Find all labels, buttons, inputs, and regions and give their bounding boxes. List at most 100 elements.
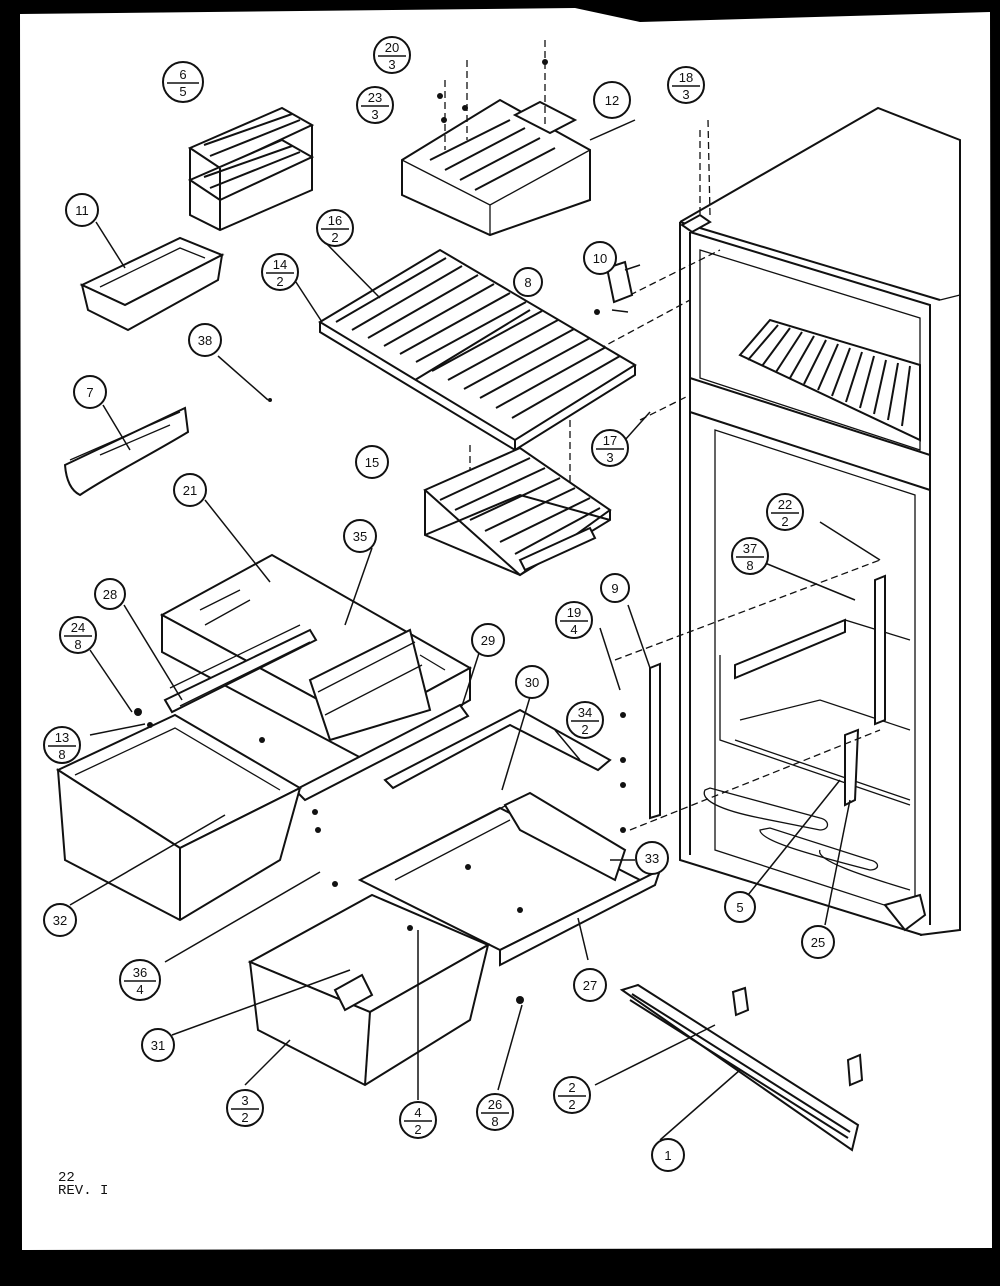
callout-label: 12 <box>605 93 619 108</box>
callout-numerator: 23 <box>368 90 382 105</box>
callout-circle <box>399 1101 437 1139</box>
callout-label: 11 <box>75 203 89 218</box>
fasteners <box>134 398 626 1004</box>
callout-26: 268 <box>476 1093 514 1131</box>
callout-denominator: 8 <box>58 747 65 762</box>
callout-3: 32 <box>226 1089 264 1127</box>
callout-denominator: 5 <box>179 84 186 99</box>
callout-14: 142 <box>261 253 299 291</box>
callout-2: 22 <box>553 1076 591 1114</box>
callout-6: 65 <box>162 61 204 103</box>
callout-circle <box>43 726 81 764</box>
callout-33: 33 <box>635 841 669 875</box>
callout-numerator: 6 <box>179 67 186 82</box>
callout-numerator: 37 <box>743 541 757 556</box>
callout-label: 28 <box>103 587 117 602</box>
revision-note: 22 REV. I <box>58 1170 109 1199</box>
callout-circle <box>471 623 505 657</box>
callout-denominator: 2 <box>331 230 338 245</box>
callout-denominator: 3 <box>682 87 689 102</box>
ice-bin <box>79 236 225 332</box>
callout-circle <box>555 601 593 639</box>
callout-10: 10 <box>583 241 617 275</box>
callout-circle <box>667 66 705 104</box>
lower-crisper-assembly <box>357 708 662 967</box>
callout-21: 21 <box>173 473 207 507</box>
callout-20: 203 <box>373 36 411 74</box>
callout-numerator: 34 <box>578 705 592 720</box>
callout-18: 183 <box>667 66 705 104</box>
callout-numerator: 3 <box>241 1093 248 1108</box>
light-cover <box>605 260 634 304</box>
callout-numerator: 2 <box>568 1080 575 1095</box>
callout-25: 25 <box>801 925 835 959</box>
callout-circle <box>724 891 756 923</box>
callout-circle <box>591 429 629 467</box>
callout-circle <box>515 665 549 699</box>
callout-circle <box>573 968 607 1002</box>
callout-circle <box>94 578 126 610</box>
callout-label: 7 <box>86 385 93 400</box>
callout-circle <box>566 701 604 739</box>
callout-denominator: 2 <box>581 722 588 737</box>
callout-circle <box>43 903 77 937</box>
callout-28: 28 <box>94 578 126 610</box>
callout-36: 364 <box>119 959 161 1001</box>
callout-12: 12 <box>593 81 631 119</box>
callout-circle <box>635 841 669 875</box>
callout-24: 248 <box>59 616 97 654</box>
right-crisper-drawer <box>247 893 491 1087</box>
callout-numerator: 22 <box>778 497 792 512</box>
drawing-sheet <box>20 8 992 1250</box>
left-crisper-drawer <box>55 713 303 922</box>
callout-label: 10 <box>593 251 607 266</box>
callout-circle <box>651 1138 685 1172</box>
callout-circle <box>356 86 394 124</box>
callout-circle <box>513 267 543 297</box>
callout-30: 30 <box>515 665 549 699</box>
callout-numerator: 36 <box>133 965 147 980</box>
callout-denominator: 8 <box>74 637 81 652</box>
callout-label: 29 <box>481 633 495 648</box>
callout-circle <box>261 253 299 291</box>
callout-numerator: 20 <box>385 40 399 55</box>
callout-17: 173 <box>591 429 629 467</box>
callout-circle <box>583 241 617 275</box>
callout-38: 38 <box>188 323 222 357</box>
callout-label: 15 <box>365 455 379 470</box>
callout-11: 11 <box>65 193 99 227</box>
callout-9: 9 <box>600 573 630 603</box>
callout-circle <box>173 473 207 507</box>
revision-label: REV. I <box>58 1183 109 1199</box>
callout-numerator: 19 <box>567 605 581 620</box>
callout-label: 35 <box>353 529 367 544</box>
callout-label: 27 <box>583 978 597 993</box>
callout-label: 25 <box>811 935 825 950</box>
callout-8: 8 <box>513 267 543 297</box>
callout-denominator: 2 <box>276 274 283 289</box>
callout-label: 21 <box>183 483 197 498</box>
callout-denominator: 8 <box>491 1114 498 1129</box>
callout-denominator: 2 <box>568 1097 575 1112</box>
callout-circle <box>600 573 630 603</box>
upper-rails <box>163 624 470 802</box>
callout-circle <box>226 1089 264 1127</box>
callout-4: 42 <box>399 1101 437 1139</box>
callout-numerator: 24 <box>71 620 85 635</box>
icemaker <box>401 40 591 237</box>
wire-basket <box>423 446 612 577</box>
callout-circle <box>73 375 107 409</box>
callout-denominator: 3 <box>388 57 395 72</box>
callout-19: 194 <box>555 601 593 639</box>
callout-denominator: 2 <box>414 1122 421 1137</box>
callout-circle <box>801 925 835 959</box>
sheet-number: 22 <box>58 1170 75 1186</box>
callout-circle <box>553 1076 591 1114</box>
toe-grille <box>619 983 864 1152</box>
screw-8 <box>594 309 600 315</box>
callout-numerator: 4 <box>414 1105 421 1120</box>
callout-numerator: 18 <box>679 70 693 85</box>
callout-numerator: 13 <box>55 730 69 745</box>
callout-34: 342 <box>566 701 604 739</box>
